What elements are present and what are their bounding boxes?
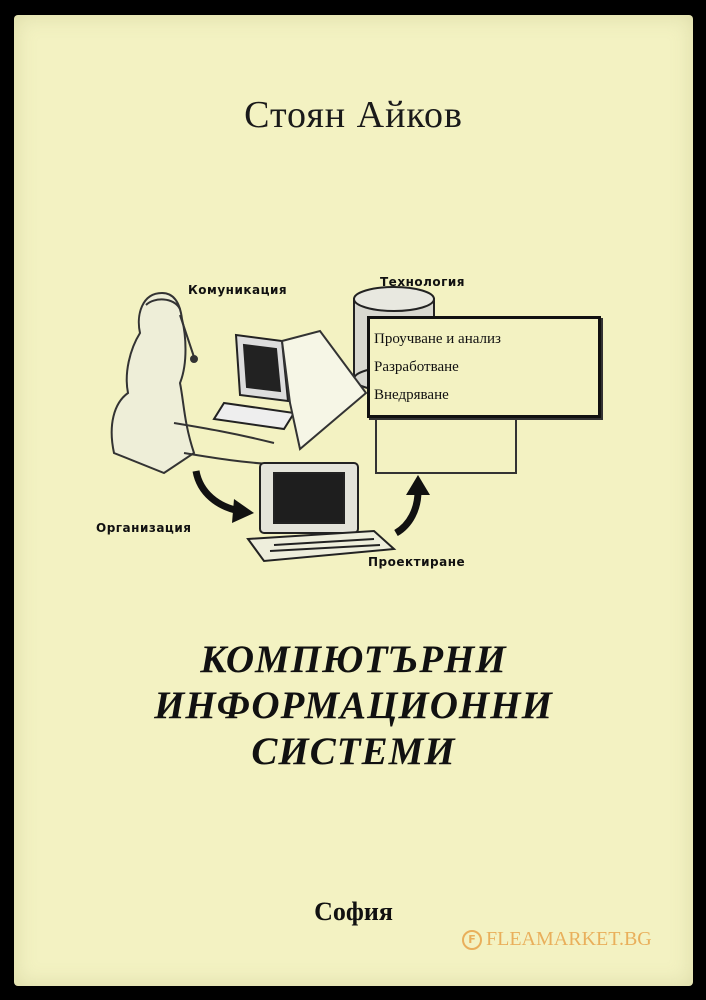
- book-title: КОМПЮТЪРНИ ИНФОРМАЦИОННИ СИСТЕМИ: [14, 637, 693, 775]
- title-line-2: ИНФОРМАЦИОННИ: [154, 684, 553, 727]
- watermark: F FLEAMARKET.BG: [462, 928, 652, 951]
- terminal-monitor-icon: [212, 333, 296, 431]
- paper-sheet-icon: [280, 329, 368, 451]
- stage-development: Разработване: [374, 359, 459, 375]
- arrow-up-icon: [394, 475, 430, 537]
- computer-icon: [246, 462, 397, 563]
- illustration-drawing: [110, 286, 517, 563]
- watermark-logo-icon: F: [462, 929, 482, 950]
- stage-research: Проучване и анализ: [374, 331, 501, 347]
- label-design: Проектиране: [368, 555, 466, 569]
- title-line-1: КОМПЮТЪРНИ: [200, 638, 507, 681]
- title-line-3: СИСТЕМИ: [251, 730, 456, 773]
- label-communication: Комуникация: [188, 283, 288, 297]
- operator-figure: [110, 291, 285, 475]
- watermark-text: FLEAMARKET.BG: [486, 928, 652, 950]
- label-technology: Технология: [380, 275, 466, 289]
- cover-illustration: Комуникация Технология Организация Проек…: [84, 253, 624, 583]
- arrow-down-icon: [192, 470, 254, 523]
- publication-city: София: [314, 897, 393, 926]
- author-name: Стоян Айков: [244, 94, 463, 136]
- stage-implementation: Внедряване: [374, 387, 449, 403]
- book-cover: Стоян Айков: [14, 15, 693, 986]
- stages-box: Проучване и анализ Разработване Внедрява…: [367, 316, 601, 418]
- label-organization: Организация: [96, 521, 192, 535]
